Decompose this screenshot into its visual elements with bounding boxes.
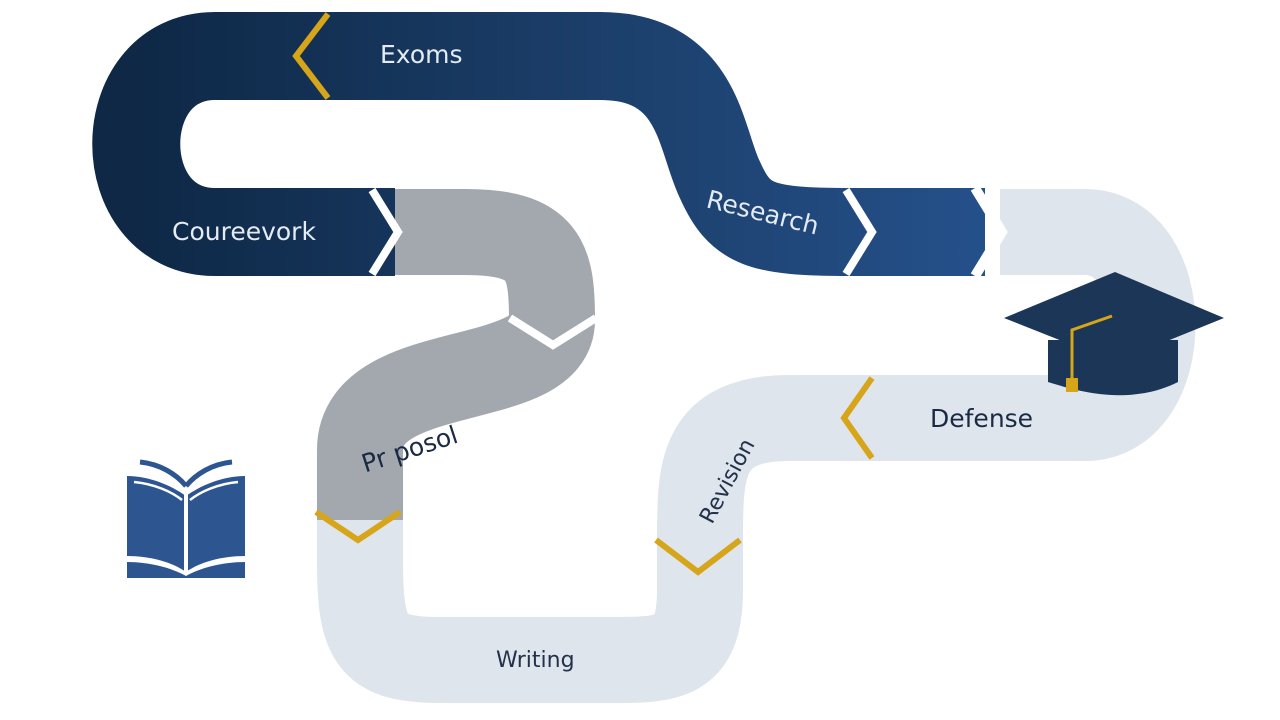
path-navy-segment — [92, 12, 985, 276]
chevron-white-coursework — [368, 187, 403, 277]
chevron-white-gray-turn — [507, 314, 599, 350]
stage-label-defense: Defense — [930, 404, 1033, 433]
stage-label-exams: Exoms — [380, 40, 463, 69]
open-book-icon — [127, 459, 245, 578]
stage-label-coursework: Coureevork — [172, 217, 316, 246]
stage-label-writing: Writing — [496, 648, 575, 673]
chevron-gold-proposal — [314, 509, 402, 544]
chevron-gold-defense — [840, 376, 875, 460]
chevron-white-research-2 — [970, 185, 1008, 279]
chevron-gold-revision — [654, 537, 742, 576]
graduation-cap-icon — [1004, 272, 1224, 396]
chevron-gold-exams — [292, 12, 331, 100]
chevron-white-research-1 — [842, 187, 877, 277]
